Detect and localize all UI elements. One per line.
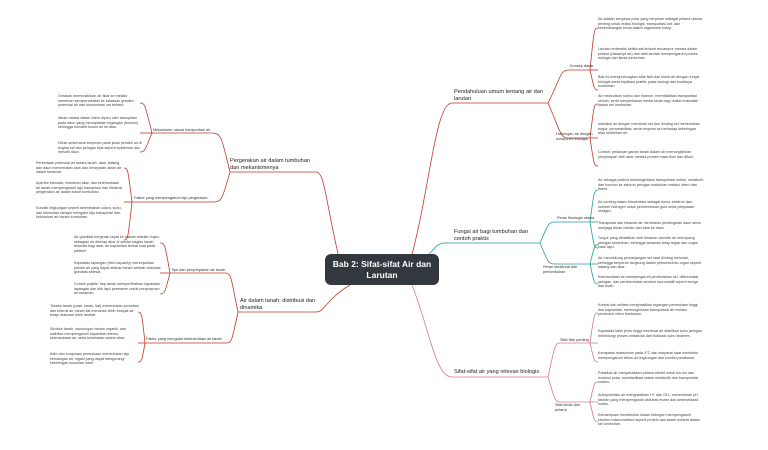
leaf-t5-s1-1[interactable]: Air gravitasi bergerak cepat ke bawah se… [74,235,160,254]
subtopic-mekanisme-transportasi[interactable]: Mekanisme utama transportasi air [153,128,211,132]
leaf-t3-s1-3[interactable]: Kerapatan maksimum pada 4°C dan ekspansi… [598,351,699,360]
leaf-t1-s1-3[interactable]: Bab ini menghubungkan sifat fisik-dan ki… [598,75,700,89]
topic-air-tanah[interactable]: Air dalam tanah: distribusi dan dinamika [240,298,316,311]
leaf-t4-s1-3[interactable]: Difusi sederhana berperan pada jarak pen… [58,141,142,155]
subtopic-tipe-air-tanah[interactable]: Tipe dan penyimpanan air tanah [171,268,226,272]
leaf-t1-s2-1[interactable]: Air melarutkan nutrisi dan hormon, memfa… [598,94,699,108]
leaf-t3-s2-3[interactable]: Kemampuan membentuk ikatan hidrogen memp… [598,413,700,427]
leaf-t2-s1-1[interactable]: Air sebagai pelarut memungkinkan transpo… [598,178,704,192]
leaf-t3-s2-1[interactable]: Polaritas air menyebabkan pelarut efekti… [598,371,699,385]
topic-pendahuluan[interactable]: Pendahuluan umum tentang air dan larutan [454,89,543,102]
subtopic-peran-fisiologis[interactable]: Peran fisiologis utama [557,216,595,220]
link-central-t3 [411,284,453,378]
leaf-t4-s1-2[interactable]: Aliran massa dalam xilem dipicu oleh tra… [58,116,139,130]
topic-pergerakan-air[interactable]: Pergerakan air dalam tumbuhan dan mekani… [230,158,310,171]
leaf-t4-s2-2[interactable]: Aperitur stomata, resistensi akar, dan k… [36,181,123,195]
subtopic-sifat-kimia[interactable]: Sifat kimia dan pelarut [555,403,580,413]
subtopic-hubungan-air[interactable]: Hubungan air dengan komponen biologis [556,132,593,142]
leaf-t3-s1-1[interactable]: Kohesi dan adhesi menghasilkan tegangan … [598,303,698,317]
subtopic-peran-struktural[interactable]: Peran struktural dan pertumbuhan [543,265,578,275]
topic-sifat-air[interactable]: Sifat-sifat air yang relevan biologis [454,369,540,375]
leaf-t2-s2-3[interactable]: Ketersediaan air mempengaruhi pembelahan… [598,275,699,289]
leaf-t1-s1-2[interactable]: Larutan terbentuk ketika zat terlarut te… [598,47,698,61]
leaf-t1-s2-2[interactable]: Interaksi air dengan membran sel dan din… [598,122,700,136]
leaf-t5-s2-2[interactable]: Struktur tanah, kandungan bahan organik,… [50,327,127,341]
leaf-t5-s1-3[interactable]: Contoh praktis: tiap tanah memperlihatka… [74,282,160,296]
leaf-t4-s1-1[interactable]: Gerakan memindahkan air akar ke melalui … [58,94,134,108]
link-central-t5 [315,284,351,313]
leaf-t2-s1-2[interactable]: Air penting dalam fotosintesis sebagai d… [598,200,695,214]
leaf-t4-s2-3[interactable]: Kondisi lingkungan seperti kelembaban ud… [36,206,122,220]
leaf-t5-s2-3[interactable]: Iklim dan evaporasi permukaan menentukan… [50,352,130,366]
leaf-t3-s2-2[interactable]: Autoprotolisis air menghasilkan H+ dan O… [598,393,699,407]
subtopic-faktor-laju[interactable]: Faktor yang mempengaruhi laju pergerakan [134,196,208,200]
link-central-t4 [315,171,341,263]
leaf-t4-s2-1[interactable]: Perbedaan potensial air antara tanah, ak… [36,161,122,175]
leaf-t5-s1-2[interactable]: Kapasitas lapangan (field capacity) menu… [74,261,161,275]
topic-fungsi-air[interactable]: Fungsi air bagi tumbuhan dan contoh prak… [454,229,529,242]
leaf-t2-s2-2[interactable]: Air mendukung pemanjangan sel saat dindi… [598,256,702,270]
subtopic-konsep-dasar[interactable]: Konsep dasar [570,64,594,68]
leaf-t1-s2-3[interactable]: Contoh: pelarutan garam tanah dalam air … [598,150,694,159]
leaf-t5-s2-1[interactable]: Tekstur tanah (pasir, lanau, liat) menen… [50,304,139,318]
leaf-t1-s1-1[interactable]: Air adalah senyawa polar yang berperan s… [598,17,703,31]
leaf-t2-s2-1[interactable]: Turgor yang dihasilkan oleh tekanan osmo… [598,236,698,250]
leaf-t3-s1-2[interactable]: Kapasitas kalor jenis tinggi membuat air… [598,329,703,338]
subtopic-faktor-ketersediaan[interactable]: Faktor yang mengatur ketersediaan air ta… [146,337,222,341]
leaf-t2-s1-3[interactable]: Transpirasi dan tekanan air membantu pen… [598,221,701,230]
central-topic[interactable]: Bab 2: Sifat-sifat Air dan Larutan [325,254,439,285]
link-central-t1 [409,102,453,263]
subtopic-sifat-fisik[interactable]: Sifat fisik penting [560,338,589,342]
